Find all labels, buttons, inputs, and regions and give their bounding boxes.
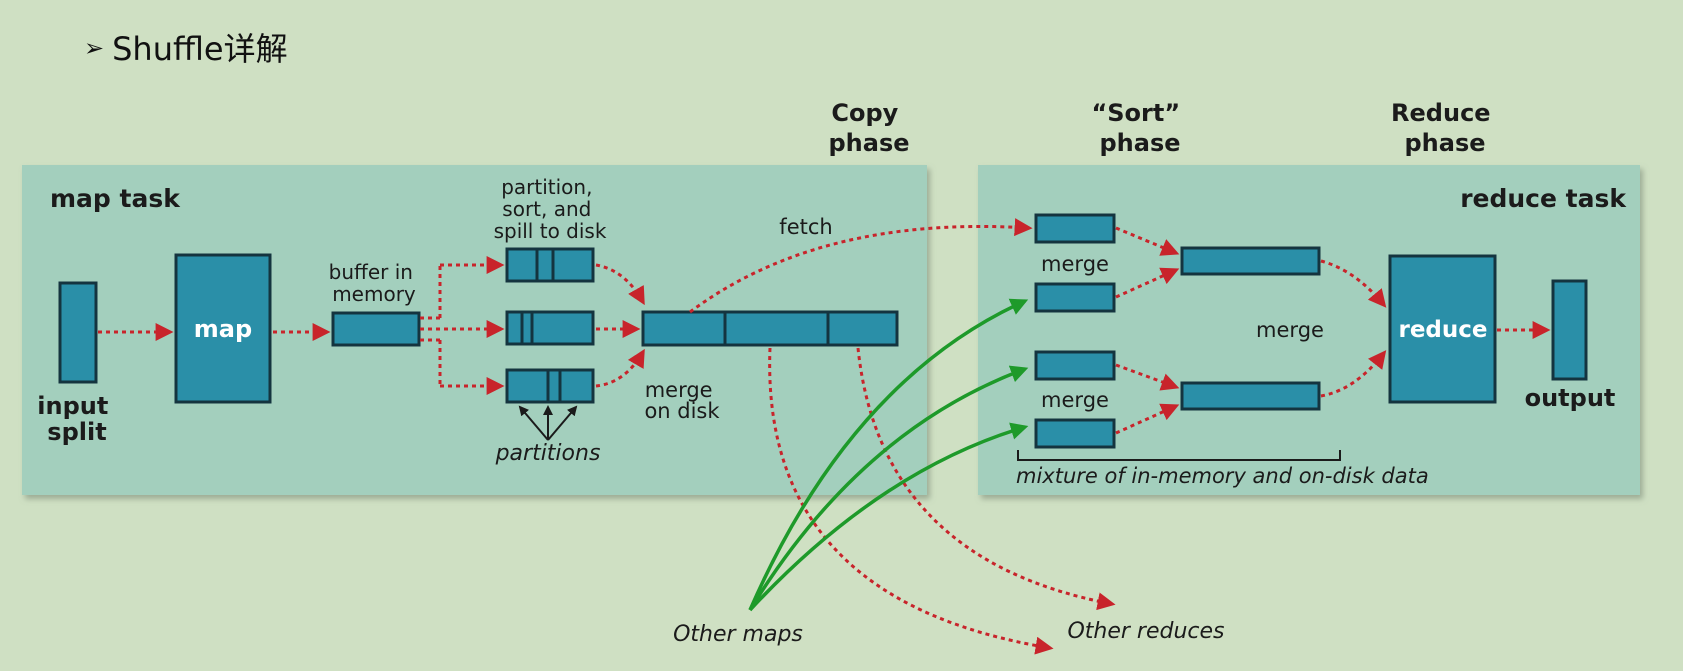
merge-mid-label: merge <box>1256 318 1324 342</box>
reduce-input-1 <box>1034 213 1116 244</box>
reduce-label: reduce <box>1398 317 1487 343</box>
reduce-input-2 <box>1034 282 1116 313</box>
spill-file-1 <box>505 247 595 283</box>
spill-file-2 <box>505 310 595 346</box>
fetch-label: fetch <box>779 215 832 239</box>
input-split-box <box>58 281 98 384</box>
heading-text: Shuffle详解 <box>112 30 288 68</box>
other-reduces-label: Other reduces <box>1067 619 1224 644</box>
buffer-box <box>331 311 421 347</box>
red-flow-arrows <box>98 218 1551 655</box>
partitions-label: partitions <box>495 441 601 466</box>
output-label: output <box>1525 384 1616 412</box>
mixture-label: mixture of in-memory and on-disk data <box>1016 464 1429 488</box>
map-label: map <box>194 315 252 343</box>
green-other-map-arrows <box>748 298 1029 612</box>
copy-phase-label: Copy phase <box>828 99 909 157</box>
map-box <box>174 253 272 404</box>
bullet-icon: ➢ <box>84 34 105 62</box>
other-maps-label: Other maps <box>673 622 803 647</box>
reduce-box <box>1388 254 1497 404</box>
slide-heading: ➢Shuffle详解 <box>84 24 288 70</box>
input-split-label: input split <box>37 392 116 446</box>
reduce-input-4 <box>1034 418 1116 449</box>
mixture-bracket <box>1017 450 1341 461</box>
output-box <box>1551 279 1588 381</box>
sort-phase-label: “Sort” phase <box>1092 99 1189 157</box>
merge-top-label: merge <box>1041 252 1109 276</box>
merge-bottom-label: merge <box>1041 388 1109 412</box>
reduce-input-3 <box>1034 350 1116 381</box>
merged-segment-top <box>1180 246 1321 276</box>
partition-pointer-arrows <box>518 405 578 441</box>
reduce-task-title: reduce task <box>1460 184 1627 213</box>
merged-segment-bottom <box>1180 381 1321 411</box>
spill-label: partition, sort, and spill to disk <box>494 175 607 243</box>
buffer-label: buffer in memory <box>329 260 420 306</box>
spill-file-3 <box>505 368 595 404</box>
merged-file <box>641 310 899 347</box>
map-task-title: map task <box>50 184 181 213</box>
merge-on-disk-label: merge on disk <box>644 378 720 423</box>
reduce-phase-label: Reduce phase <box>1391 99 1499 157</box>
